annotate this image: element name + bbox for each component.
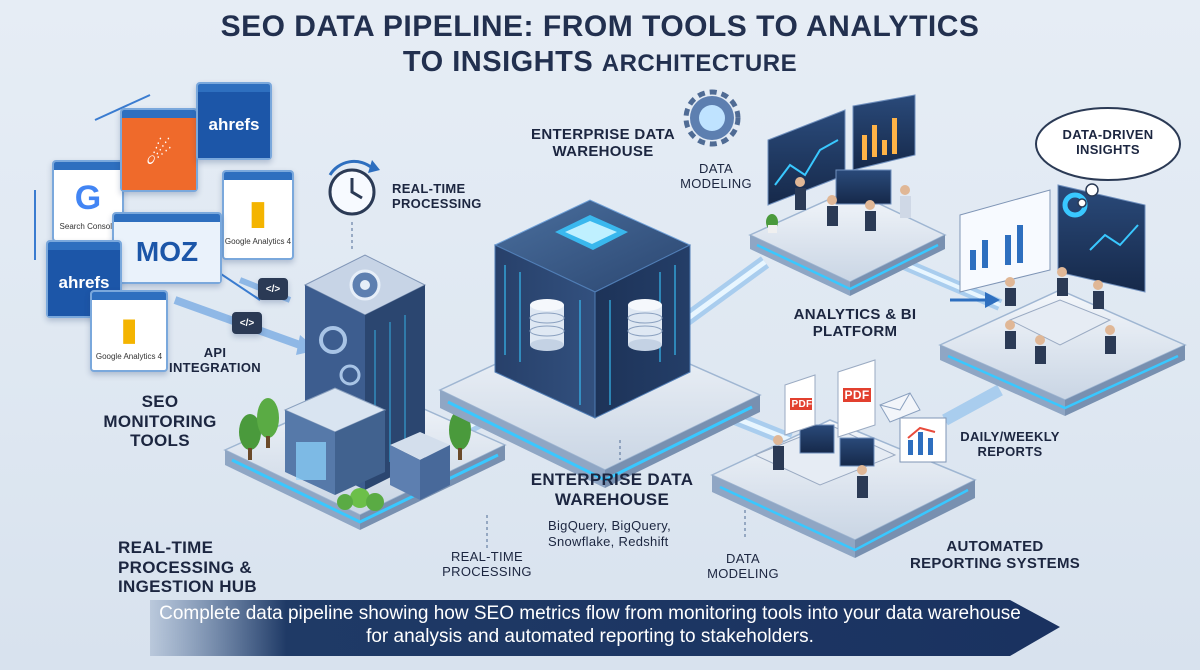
warehouse-cube xyxy=(493,199,692,419)
person xyxy=(1005,267,1116,364)
tool-card-ahrefs: ahrefs xyxy=(196,82,272,160)
daily-weekly-reports-label: DAILY/WEEKLY REPORTS xyxy=(960,429,1060,459)
pdf-label: PDF xyxy=(844,388,870,402)
ahrefs-logo-icon: ahrefs xyxy=(208,115,260,134)
analytics-platform xyxy=(938,184,1187,416)
seo-monitoring-tools-label: SEO MONITORING TOOLS xyxy=(103,392,217,451)
analytics-logo-icon: ▮ xyxy=(248,193,268,232)
summary-banner-arrow xyxy=(150,600,1060,656)
warehouse-bottom-label: ENTERPRISE DATA WAREHOUSE xyxy=(530,470,694,509)
person xyxy=(773,435,868,498)
automated-reporting-label: AUTOMATED REPORTING SYSTEMS xyxy=(909,538,1081,573)
tool-card-google-analytics-2: ▮Google Analytics 4 xyxy=(90,290,168,372)
realtime-processing-bottom-label: REAL-TIME PROCESSING xyxy=(442,549,532,579)
summary-banner-text: Complete data pipeline showing how SEO m… xyxy=(159,603,1021,647)
page-title: SEO DATA PIPELINE: FROM TOOLS TO ANALYTI… xyxy=(220,10,980,43)
envelope-icon xyxy=(879,392,921,423)
pdf-document-icon xyxy=(837,359,876,438)
analytics-logo-icon: ▮ xyxy=(120,310,138,347)
google-logo-icon: G xyxy=(74,179,102,217)
insights-cloud xyxy=(1035,107,1181,208)
modeling-platform xyxy=(690,94,947,296)
data-modeling-top-label: DATA MODELING xyxy=(680,161,752,191)
tool-card-semrush: ☄ xyxy=(120,108,198,192)
tool-card-moz: MOZ xyxy=(112,212,222,284)
analytics-bi-platform-label: ANALYTICS & BI PLATFORM xyxy=(793,306,917,341)
data-modeling-bottom-label: DATA MODELING xyxy=(707,551,779,581)
leader-lines xyxy=(486,440,746,548)
trees xyxy=(239,398,471,511)
ahrefs-logo-icon: ahrefs xyxy=(58,273,110,292)
clock-icon xyxy=(328,160,380,250)
reporting-platform xyxy=(710,359,977,558)
person xyxy=(795,177,911,231)
moz-logo-icon: MOZ xyxy=(135,236,199,267)
database-icon xyxy=(529,299,565,351)
database-icon xyxy=(627,299,663,351)
hub-building xyxy=(283,254,450,500)
realtime-processing-top-label: REAL-TIME PROCESSING xyxy=(392,181,482,211)
semrush-logo-icon: ☄ xyxy=(145,137,173,171)
code-badge: </> xyxy=(232,312,262,334)
code-icon: </> xyxy=(239,317,255,329)
pdf-document-icon xyxy=(784,374,816,436)
page-title-line2: TO INSIGHTS ARCHITECTURE xyxy=(402,46,798,78)
api-integration-label: API INTEGRATION xyxy=(169,345,261,375)
warehouse-top-label: ENTERPRISE DATA WAREHOUSE xyxy=(531,126,675,161)
code-icon: </> xyxy=(265,283,281,295)
code-badge: </> xyxy=(258,278,288,300)
warehouse-tech-list: BigQuery, BigQuery, Snowflake, Redshift xyxy=(548,518,671,550)
brain-gear-icon xyxy=(683,89,741,147)
ingestion-hub-label: REAL-TIME PROCESSING & INGESTION HUB xyxy=(118,538,257,597)
pdf-label: PDF xyxy=(791,399,813,410)
tool-card-google-analytics: ▮Google Analytics 4 xyxy=(222,170,294,260)
data-driven-insights-label: DATA-DRIVEN INSIGHTS xyxy=(1062,127,1154,157)
